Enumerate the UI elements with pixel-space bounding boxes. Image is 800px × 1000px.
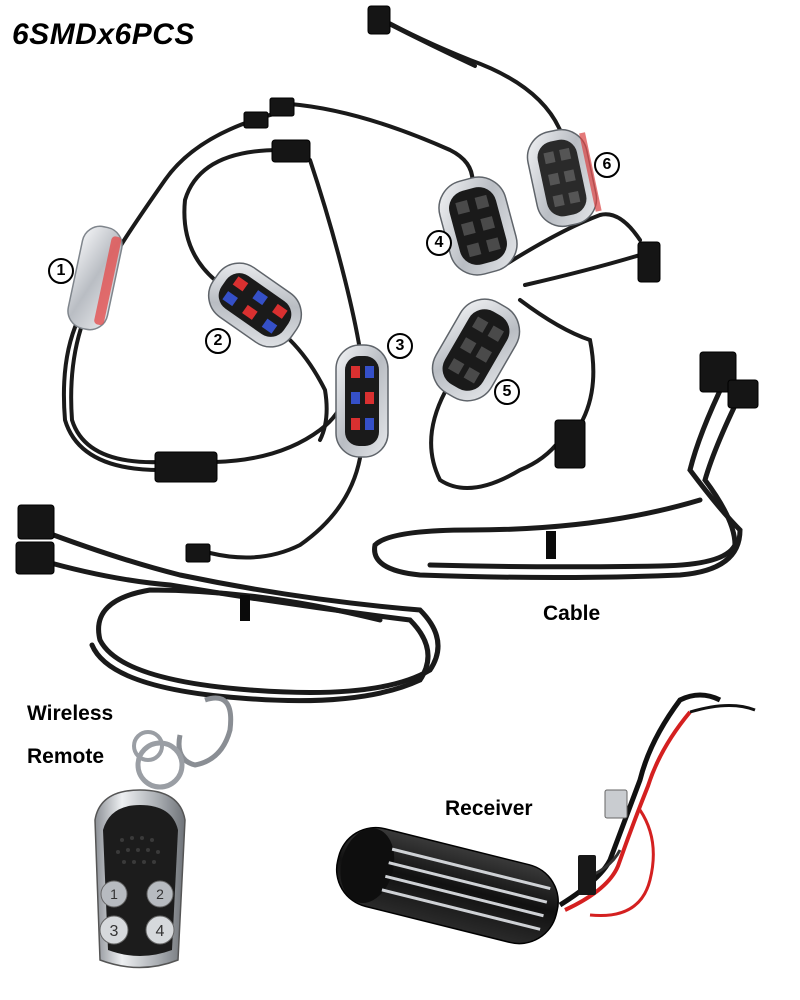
pod-number-1: 1 (48, 258, 74, 284)
led-pod-3 (335, 344, 389, 458)
remote-label: Remote (27, 745, 105, 768)
wire-harness (61, 16, 642, 560)
led-pod-2 (207, 262, 303, 348)
pod-number-2: 2 (205, 328, 231, 354)
connectors (15, 5, 759, 575)
led-pod-6 (526, 128, 602, 228)
receiver-label: Receiver (445, 797, 533, 820)
pod-number-5: 5 (494, 379, 520, 405)
product-title: 6SMDx6PCS (12, 18, 195, 51)
wireless-remote-fob (94, 695, 234, 969)
receiver-unit (335, 692, 756, 945)
cable-ties (240, 531, 556, 621)
led-pod-5 (431, 298, 521, 402)
led-pod-1 (67, 225, 123, 331)
extension-cable-left (37, 527, 441, 704)
pod-number-4: 4 (426, 230, 452, 256)
pod-number-3: 3 (387, 333, 413, 359)
cable-label: Cable (543, 602, 601, 625)
wireless-label: Wireless (27, 702, 114, 725)
pod-number-6: 6 (594, 152, 620, 178)
led-pod-4 (438, 176, 518, 276)
extension-cable-right (372, 367, 748, 580)
